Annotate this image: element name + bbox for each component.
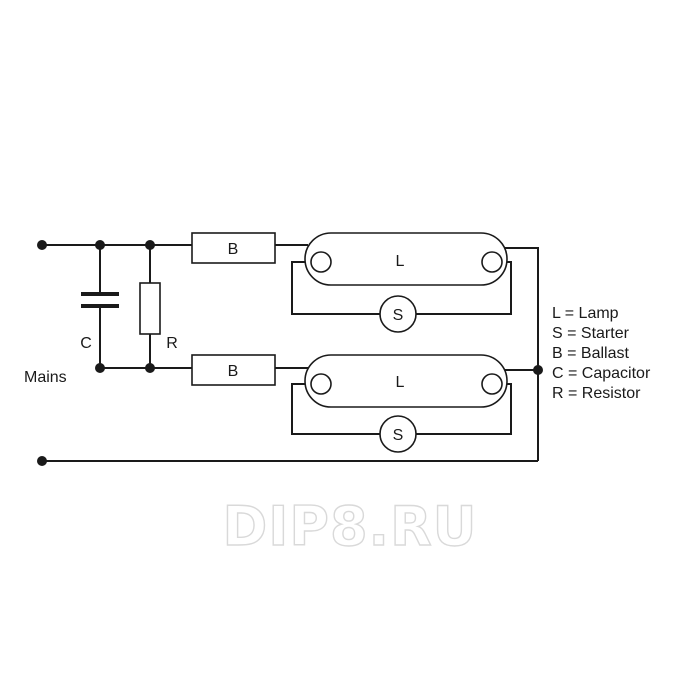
legend-item-lamp: L = Lamp bbox=[552, 305, 619, 322]
resistor bbox=[139, 282, 161, 335]
ballast-bottom-label: B bbox=[228, 363, 239, 380]
legend-item-ballast: B = Ballast bbox=[552, 345, 629, 362]
mains-label: Mains bbox=[24, 369, 67, 386]
capacitor-label: C bbox=[80, 335, 92, 352]
ballast-top bbox=[191, 232, 276, 264]
ballast-bottom bbox=[191, 354, 276, 386]
legend: L = Lamp S = Starter B = Ballast C = Cap… bbox=[552, 305, 651, 402]
lamp-bottom-label: L bbox=[396, 374, 405, 391]
starter-bottom bbox=[379, 415, 417, 453]
legend-item-capacitor: C = Capacitor bbox=[552, 365, 651, 382]
lamp-bottom bbox=[304, 354, 508, 408]
legend-item-starter: S = Starter bbox=[552, 325, 630, 342]
watermark: DIP8.RU bbox=[222, 495, 477, 558]
starter-top bbox=[379, 295, 417, 333]
lamp-top-label: L bbox=[396, 253, 405, 270]
ballast-top-label: B bbox=[228, 241, 239, 258]
legend-item-resistor: R = Resistor bbox=[552, 385, 641, 402]
resistor-label: R bbox=[166, 335, 178, 352]
starter-bottom-label: S bbox=[393, 427, 404, 444]
starter-top-label: S bbox=[393, 307, 404, 324]
junction-dots bbox=[37, 240, 543, 466]
lamp-top bbox=[304, 232, 508, 286]
